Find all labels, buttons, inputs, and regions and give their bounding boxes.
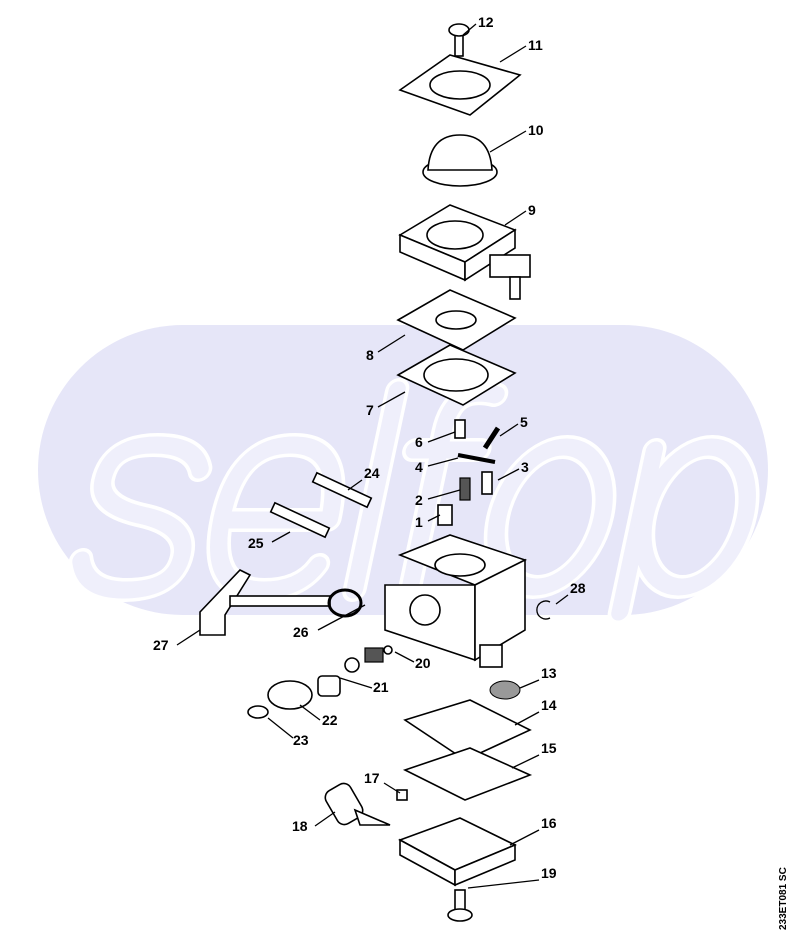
callout-22: 22	[322, 712, 338, 728]
part-5-pin	[482, 426, 501, 450]
leader-line-11	[499, 45, 527, 63]
watermark	[38, 325, 768, 624]
callout-4: 4	[415, 459, 423, 475]
callout-23: 23	[293, 732, 309, 748]
leader-line-21	[339, 677, 373, 689]
leader-line-6	[427, 431, 456, 443]
leader-line-20	[394, 651, 415, 663]
leader-line-24	[347, 479, 363, 491]
callout-8: 8	[366, 347, 374, 363]
part-16-cover	[398, 817, 517, 887]
callout-16: 16	[541, 815, 557, 831]
leader-line-25	[271, 531, 291, 543]
callout-27: 27	[153, 637, 169, 653]
callout-3: 3	[521, 459, 529, 475]
callout-12: 12	[478, 14, 494, 30]
callout-18: 18	[292, 818, 308, 834]
leader-line-19	[467, 879, 540, 889]
part-3-needle	[481, 471, 493, 495]
callout-5: 5	[520, 414, 528, 430]
drawing-code: 233ET081 SC	[778, 867, 789, 930]
leader-line-4	[427, 457, 459, 467]
part-17-plug	[396, 789, 408, 801]
leader-line-28	[555, 594, 569, 605]
callout-20: 20	[415, 655, 431, 671]
callout-1: 1	[415, 514, 423, 530]
leader-line-18	[314, 811, 336, 827]
leader-line-16	[509, 829, 540, 846]
leader-line-7	[377, 391, 406, 408]
leader-line-17	[383, 782, 401, 794]
callout-28: 28	[570, 580, 586, 596]
part-12-screw	[448, 23, 470, 57]
callout-7: 7	[366, 402, 374, 418]
leader-line-26	[317, 604, 366, 631]
part-15-gasket	[402, 747, 533, 801]
callout-2: 2	[415, 492, 423, 508]
part-13-screen	[489, 680, 521, 700]
leader-line-9	[504, 210, 527, 226]
part-23-screw	[247, 705, 269, 719]
callout-9: 9	[528, 202, 536, 218]
part-27-throttle-shaft	[199, 569, 331, 636]
leader-line-15	[511, 754, 540, 769]
part-2-spring	[459, 477, 471, 501]
part-28-clip	[536, 600, 551, 620]
leader-line-10	[489, 130, 527, 153]
carburetor-body	[384, 534, 528, 668]
part-20-ring	[383, 645, 393, 655]
leader-line-12	[462, 23, 477, 36]
parts	[199, 23, 551, 922]
leader-line-14	[514, 711, 540, 726]
callout-14: 14	[541, 697, 557, 713]
part-22-plate	[267, 680, 313, 710]
callout-13: 13	[541, 665, 557, 681]
leader-line-3	[497, 468, 520, 481]
part-21-spring	[364, 647, 384, 663]
leader-line-2	[427, 489, 461, 500]
leader-line-27	[176, 629, 201, 646]
callout-25: 25	[248, 535, 264, 551]
part-14-diaphragm	[403, 699, 532, 761]
callout-21: 21	[373, 679, 389, 695]
leader-line-22	[299, 704, 321, 721]
leader-line-8	[377, 334, 406, 353]
callout-15: 15	[541, 740, 557, 756]
part-9-housing	[398, 204, 531, 300]
part-19-screw	[447, 889, 473, 922]
callout-24: 24	[364, 465, 380, 481]
part-18-filter	[324, 782, 391, 826]
leader-line-13	[519, 679, 540, 689]
part-1-seat	[437, 504, 453, 526]
callout-11: 11	[528, 37, 543, 53]
callout-19: 19	[541, 865, 557, 881]
leader-line-5	[499, 423, 519, 437]
leader-line-1	[427, 514, 441, 522]
callout-26: 26	[293, 624, 309, 640]
leader-line-23	[267, 717, 294, 739]
part-24-screw	[311, 471, 373, 509]
callout-10: 10	[528, 122, 544, 138]
part-25-screw	[269, 501, 331, 539]
part-6-screw	[454, 419, 466, 439]
callout-6: 6	[415, 434, 423, 450]
callout-17: 17	[364, 770, 380, 786]
part-4-lever	[457, 453, 496, 464]
